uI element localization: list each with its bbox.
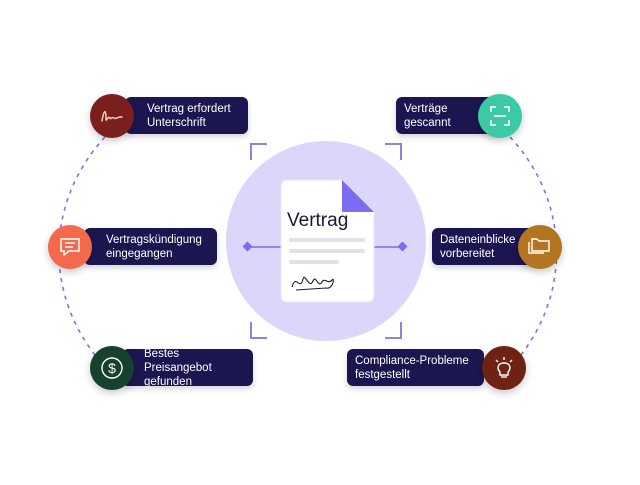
contract-document (280, 179, 375, 303)
signature-scribble (291, 276, 334, 291)
badge-scanned (478, 94, 522, 138)
label-compliance-issues: Compliance-Probleme festgestellt (347, 349, 484, 386)
document-fold (342, 180, 374, 212)
label-signature-required: Vertrag erfordert Unterschrift (125, 97, 248, 134)
lightbulb-icon (495, 357, 513, 378)
orbit-arc-left (58, 136, 111, 373)
svg-text:$: $ (108, 360, 116, 376)
badge-price: $ (90, 346, 134, 390)
scan-icon (490, 106, 510, 126)
corner-brackets (250, 143, 402, 339)
dollar-icon: $ (101, 357, 123, 379)
orbit-arc-right (505, 136, 558, 373)
connector-diamond-left (242, 241, 253, 252)
document-text-line (289, 260, 339, 264)
chat-icon (60, 238, 80, 257)
connector-diamond-right (397, 241, 408, 252)
badge-signature (90, 94, 134, 138)
folders-icon (528, 238, 550, 254)
label-termination-received: Vertragskündigung eingegangen (84, 228, 217, 265)
badge-compliance (482, 346, 526, 390)
signature-icon (101, 111, 123, 122)
badge-termination (48, 225, 92, 269)
label-best-price: Bestes Preisangebot gefunden (122, 348, 253, 388)
badge-insights (518, 225, 562, 269)
document-title: Vertrag (287, 210, 349, 231)
document-text-line (289, 238, 365, 242)
document-text-line (289, 249, 365, 253)
